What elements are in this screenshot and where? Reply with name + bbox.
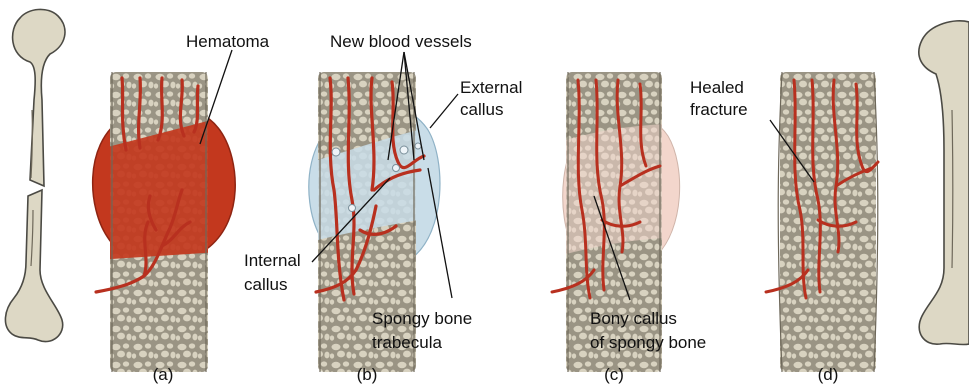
label-bony-callus-line2: of spongy bone — [590, 333, 706, 352]
fractured-femur-icon — [5, 9, 65, 341]
label-internal-callus-line1: Internal — [244, 251, 301, 270]
caption-a: (a) — [153, 365, 174, 384]
label-spongy-bone-trabecula-line2: trabecula — [372, 333, 442, 352]
label-healed-fracture-line1: Healed — [690, 78, 744, 97]
caption-b: (b) — [357, 365, 378, 384]
panel-d — [766, 72, 878, 372]
label-new-blood-vessels: New blood vessels — [330, 32, 472, 51]
label-internal-callus-line2: callus — [244, 275, 287, 294]
label-bony-callus-line1: Bony callus — [590, 309, 677, 328]
panel-a — [93, 72, 250, 372]
label-hematoma: Hematoma — [186, 32, 270, 51]
label-spongy-bone-trabecula-line1: Spongy bone — [372, 309, 472, 328]
label-external-callus-line1: External — [460, 78, 522, 97]
healed-femur-icon — [919, 21, 969, 345]
label-healed-fracture-line2: fracture — [690, 100, 748, 119]
external-callus-leader — [430, 94, 458, 128]
label-external-callus-line2: callus — [460, 100, 503, 119]
caption-c: (c) — [604, 365, 624, 384]
caption-d: (d) — [818, 365, 839, 384]
